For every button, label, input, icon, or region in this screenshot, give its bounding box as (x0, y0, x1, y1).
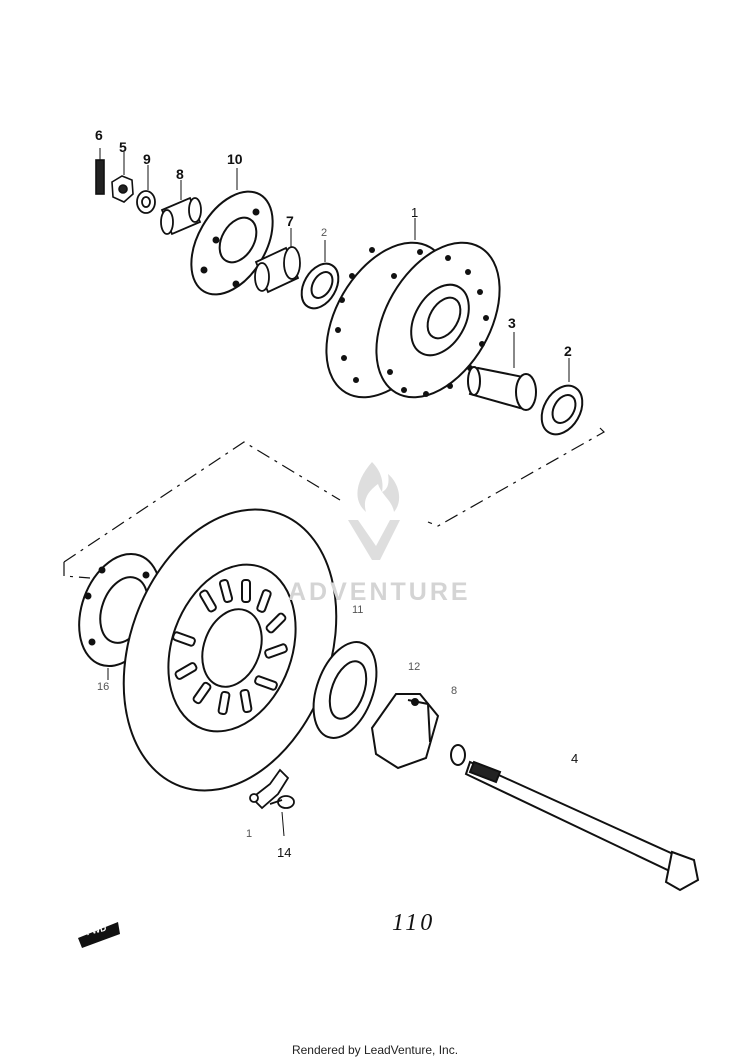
part-11-disc-spacer (312, 641, 378, 739)
callout-part-12: 12 (408, 661, 421, 673)
hub-spoke-holes (335, 247, 489, 397)
part-1-wheel-hub (325, 241, 501, 399)
footer-credit: Rendered by LeadVenture, Inc. (291, 1043, 459, 1057)
callout-part-9: 9 (143, 151, 151, 167)
callout-part-10: 10 (227, 151, 243, 167)
callout-part-4: 4 (571, 751, 579, 766)
part-11-brake-disc (122, 508, 338, 792)
callout-part-1: 1 (411, 205, 419, 220)
part-14-bolt (269, 795, 295, 809)
part-10-carrier-plate (190, 190, 274, 296)
callout-part-8: 8 (176, 166, 184, 182)
disc-vent-slots (172, 579, 288, 716)
part-7-spacer (254, 246, 301, 294)
callout-part-11: 11 (352, 604, 364, 616)
callout-part-6: 6 (95, 127, 103, 143)
callout-part-2-upper: 2 (321, 227, 328, 239)
page-number: 110 (392, 910, 436, 936)
part-2-bearing-left (300, 262, 340, 310)
part-6-stud-bolt (95, 159, 105, 195)
part-12-bracket (370, 693, 440, 770)
part-8-spacer (160, 196, 202, 236)
callout-part-8-lower: 8 (451, 685, 458, 697)
callout-part-5: 5 (119, 139, 127, 155)
part-5-nut (111, 175, 134, 203)
callout-part-7: 7 (286, 213, 294, 229)
part-13-lock-plate (249, 768, 290, 810)
assembly-reference-lines (63, 427, 605, 579)
watermark-logo (348, 462, 400, 560)
forward-direction-arrow (78, 922, 120, 948)
part-8-lower-collar (450, 744, 466, 766)
callout-part-16: 16 (97, 681, 110, 693)
callout-part-2-right: 2 (564, 343, 572, 359)
part-9-washer (136, 190, 156, 214)
watermark-text: ADVENTURE (288, 578, 471, 606)
part-4-axle (464, 760, 700, 892)
callout-part-14: 14 (277, 845, 292, 860)
part-3-distance-collar (467, 366, 537, 411)
callout-part-13: 1 (246, 828, 253, 840)
callout-part-3: 3 (508, 315, 516, 331)
part-2-bearing-right (540, 384, 584, 436)
